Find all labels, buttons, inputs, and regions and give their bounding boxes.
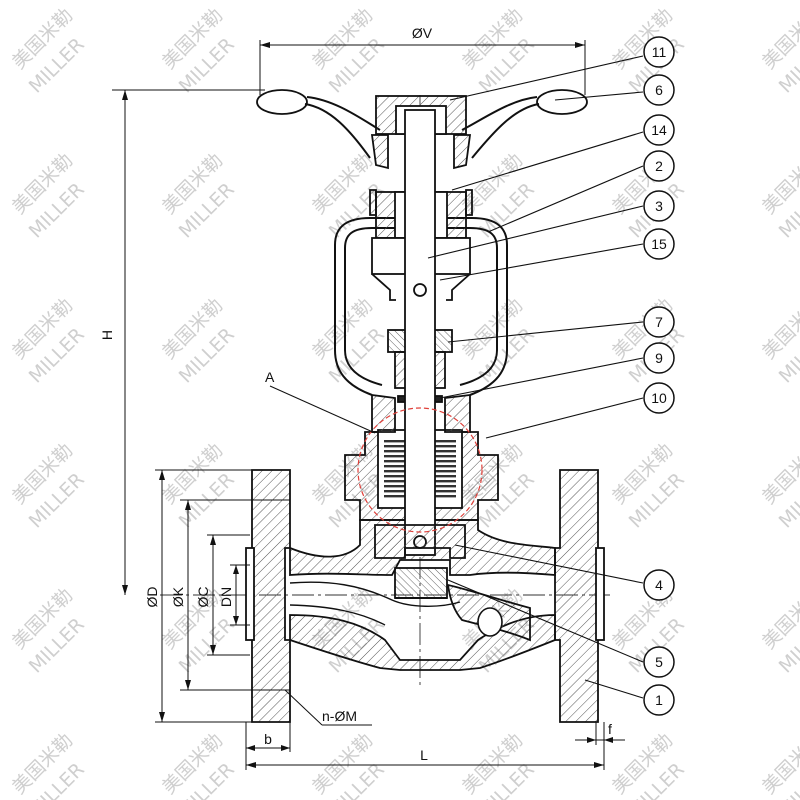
- part-balloon-9: 9: [643, 342, 675, 374]
- bellows-fold: [384, 465, 406, 468]
- part-balloon-1: 1: [643, 684, 675, 716]
- bellows-fold: [434, 475, 456, 478]
- valve-stem: [374, 109, 466, 599]
- part-number: 11: [652, 44, 667, 60]
- dim-v-label: ØV: [412, 25, 433, 41]
- dim-k-label: ØK: [170, 586, 186, 607]
- part-number: 7: [655, 314, 663, 330]
- part-balloon-3: 3: [643, 190, 675, 222]
- left-flange: [251, 469, 291, 723]
- part-number: 10: [651, 390, 667, 406]
- bellows-fold: [384, 440, 406, 443]
- bellows-fold: [434, 495, 456, 498]
- dim-c-label: ØC: [195, 587, 211, 608]
- bellows-fold: [384, 455, 406, 458]
- bellows-fold: [434, 480, 456, 483]
- dim-l-label: L: [420, 747, 428, 763]
- bonnet-neck: [371, 393, 396, 433]
- bellows-fold: [384, 490, 406, 493]
- part-balloon-4: 4: [643, 569, 675, 601]
- dim-d-label: ØD: [144, 587, 160, 608]
- body-lower-shell: [289, 614, 556, 671]
- handwheel-spokes: [304, 96, 540, 159]
- handwheel-left-grip: [256, 89, 308, 115]
- part-leaders: [427, 55, 644, 699]
- part-number: 2: [655, 158, 663, 174]
- part-number: 6: [655, 82, 663, 98]
- dim-dn-label: DN: [218, 587, 234, 607]
- bellows-fold: [434, 455, 456, 458]
- bellows-fold: [434, 470, 456, 473]
- dimension-arrows: [122, 42, 613, 768]
- bellows-fold: [384, 450, 406, 453]
- part-balloon-6: 6: [643, 74, 675, 106]
- detail-a-label: A: [265, 369, 275, 385]
- bellows-fold: [384, 475, 406, 478]
- part-balloon-7: 7: [643, 306, 675, 338]
- bellows-fold: [384, 445, 406, 448]
- detail-a-leader: [269, 385, 376, 434]
- bellows-fold: [384, 460, 406, 463]
- part-number: 1: [655, 692, 663, 708]
- dim-f-label: f: [608, 721, 612, 737]
- part-balloon-10: 10: [643, 382, 675, 414]
- bellows-fold: [434, 465, 456, 468]
- part-number: 3: [655, 198, 663, 214]
- bellows-fold: [434, 445, 456, 448]
- bellows-fold: [384, 480, 406, 483]
- part-balloon-15: 15: [643, 228, 675, 260]
- bellows-fold: [384, 495, 406, 498]
- dim-b-label: b: [264, 731, 272, 747]
- right-flange: [554, 469, 599, 723]
- part-balloon-5: 5: [643, 646, 675, 678]
- part-number: 4: [655, 577, 663, 593]
- part-number: 5: [655, 654, 663, 670]
- handwheel-right-grip: [536, 89, 588, 115]
- part-balloon-11: 11: [643, 36, 675, 68]
- bellows-fold: [434, 460, 456, 463]
- dimension-labels: ØV H ØD ØK ØC DN b L f n-ØM A: [99, 25, 612, 763]
- bellows-fold: [434, 450, 456, 453]
- centerlines: [160, 95, 610, 685]
- bellows-fold: [384, 485, 406, 488]
- bellows-fold: [434, 490, 456, 493]
- bellows: [384, 440, 456, 498]
- part-number: 14: [651, 122, 667, 138]
- part-number: 15: [651, 236, 667, 252]
- bellows-fold: [434, 485, 456, 488]
- detail-circle-a: [357, 407, 483, 533]
- valve-disc: [394, 567, 448, 599]
- dim-holes-label: n-ØM: [322, 708, 357, 724]
- dim-h-label: H: [99, 330, 115, 340]
- part-balloon-14: 14: [643, 114, 675, 146]
- bellows-fold: [434, 440, 456, 443]
- part-balloon-2: 2: [643, 150, 675, 182]
- part-number: 9: [655, 350, 663, 366]
- disc-holder: [374, 524, 466, 559]
- bellows-fold: [384, 470, 406, 473]
